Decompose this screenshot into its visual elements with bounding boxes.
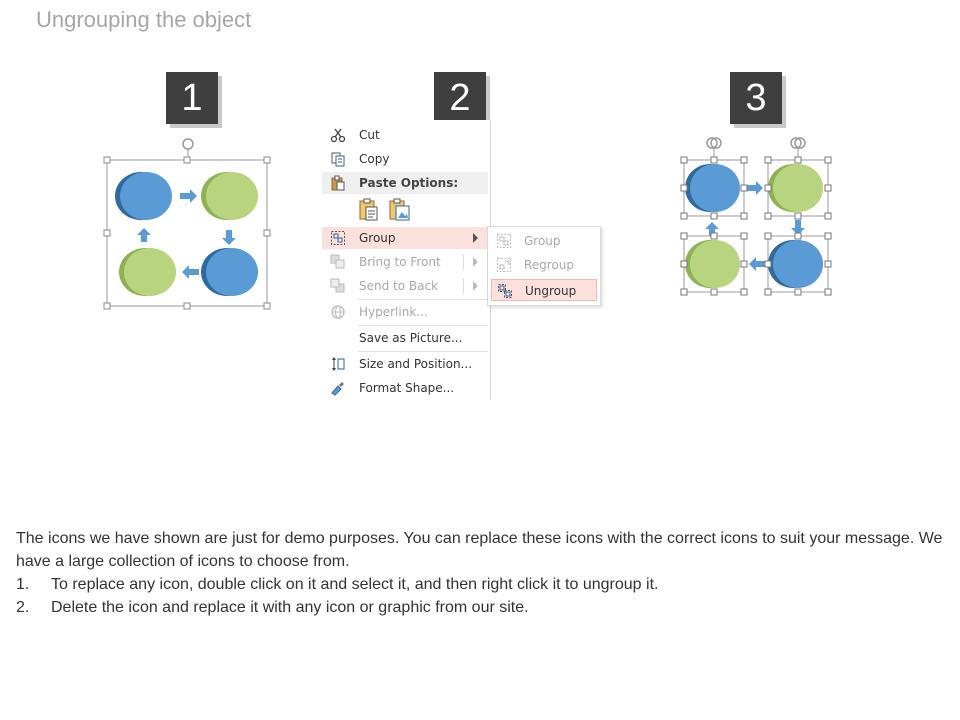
blue-circle xyxy=(690,164,740,212)
submenu-item-ungroup[interactable]: Ungroup xyxy=(491,279,597,301)
blue-circle xyxy=(201,248,258,296)
intro-paragraph: The icons we have shown are just for dem… xyxy=(16,530,943,570)
menu-item-label: Cut xyxy=(359,128,380,142)
green-circle xyxy=(119,248,176,296)
arrow-down-icon xyxy=(222,230,236,245)
blue-circle xyxy=(773,240,823,288)
list-text: Delete the icon and replace it with any … xyxy=(51,599,529,616)
menu-item-label: Group xyxy=(359,231,396,245)
page-title: Ungrouping the object xyxy=(36,7,252,32)
submenu-item-regroup[interactable]: Regroup xyxy=(491,254,597,276)
instructions: The icons we have shown are just for dem… xyxy=(16,527,946,619)
arrow-down-icon xyxy=(791,220,805,235)
size-position-icon xyxy=(332,357,345,371)
rotate-handle-icon[interactable] xyxy=(790,137,806,159)
hyperlink-icon xyxy=(331,305,345,319)
menu-item-label: Save as Picture... xyxy=(359,331,463,345)
send-to-back-icon xyxy=(330,278,345,293)
menu-item-label: Format Shape... xyxy=(359,381,455,395)
copy-icon xyxy=(331,152,345,167)
list-text: To replace any icon, double click on it … xyxy=(51,576,659,593)
group-submenu: Group Regroup Ungroup xyxy=(487,226,601,306)
scissors-icon xyxy=(330,128,346,143)
menu-item-save-as-picture[interactable]: Save as Picture... xyxy=(322,327,488,349)
chevron-right-icon xyxy=(473,233,478,243)
menu-item-cut[interactable]: Cut xyxy=(322,124,488,146)
menu-item-label: Send to Back xyxy=(359,279,439,293)
list-item: 2. Delete the icon and replace it with a… xyxy=(16,596,946,619)
regroup-icon xyxy=(497,258,511,272)
submenu-item-label: Ungroup xyxy=(525,284,577,298)
list-number: 1. xyxy=(16,576,30,593)
format-shape-icon xyxy=(331,382,344,396)
chevron-right-icon xyxy=(473,281,478,291)
menu-paste-options-header: Paste Options: xyxy=(322,172,488,194)
list-number: 2. xyxy=(16,599,30,616)
menu-divider xyxy=(358,325,488,326)
bring-to-front-icon xyxy=(330,254,345,269)
menu-item-copy[interactable]: Copy xyxy=(322,148,488,170)
group-icon xyxy=(497,234,511,248)
menu-item-bring-to-front[interactable]: Bring to Front xyxy=(322,251,488,273)
menu-item-hyperlink[interactable]: Hyperlink... xyxy=(322,301,488,323)
arrow-left-icon xyxy=(749,257,766,271)
context-menu: Cut Copy Paste Options: Group Bring to F… xyxy=(322,120,491,400)
menu-item-send-to-back[interactable]: Send to Back xyxy=(322,275,488,297)
arrow-left-icon xyxy=(182,265,199,279)
paste-icon xyxy=(331,175,345,191)
blue-circle xyxy=(115,172,172,220)
ungrouped-objects[interactable] xyxy=(676,132,836,300)
arrow-right-icon xyxy=(746,181,763,195)
menu-item-size-and-position[interactable]: Size and Position... xyxy=(322,353,488,375)
paste-picture-icon[interactable] xyxy=(388,198,412,222)
arrow-right-icon xyxy=(180,189,197,203)
green-circle xyxy=(201,172,258,220)
menu-item-format-shape[interactable]: Format Shape... xyxy=(322,377,488,399)
paste-keep-text-icon[interactable] xyxy=(358,198,380,222)
menu-header-label: Paste Options: xyxy=(359,176,459,190)
step-badge-2: 2 xyxy=(434,72,486,124)
green-circle xyxy=(773,164,823,212)
submenu-item-group[interactable]: Group xyxy=(491,230,597,252)
menu-item-label: Bring to Front xyxy=(359,255,441,269)
submenu-item-label: Regroup xyxy=(524,258,575,272)
submenu-item-label: Group xyxy=(524,234,561,248)
list-item: 1. To replace any icon, double click on … xyxy=(16,573,946,596)
group-icon xyxy=(331,231,345,245)
grouped-object[interactable] xyxy=(100,134,276,312)
ungroup-icon xyxy=(498,284,512,298)
menu-item-label: Size and Position... xyxy=(359,357,473,371)
menu-divider xyxy=(358,299,488,300)
menu-divider xyxy=(358,351,488,352)
step-badge-3: 3 xyxy=(730,72,782,124)
arrow-up-icon xyxy=(137,228,151,242)
menu-item-label: Hyperlink... xyxy=(359,305,428,319)
rotate-handle-icon[interactable] xyxy=(706,137,722,159)
menu-item-label: Copy xyxy=(359,152,390,166)
menu-item-group[interactable]: Group xyxy=(322,227,488,249)
chevron-right-icon xyxy=(473,257,478,267)
step-badge-1: 1 xyxy=(166,72,218,124)
green-circle xyxy=(690,240,740,288)
arrow-up-icon xyxy=(705,222,719,236)
